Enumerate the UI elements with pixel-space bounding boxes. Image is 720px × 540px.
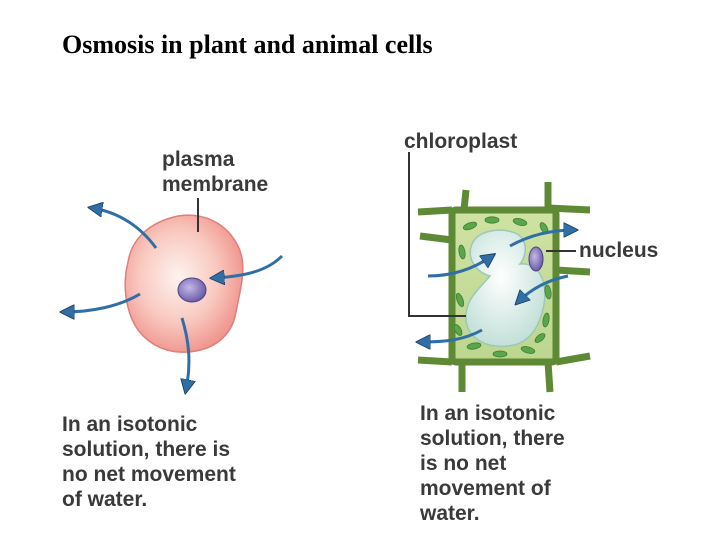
arrow-in-right [214, 254, 284, 278]
animal-nucleus [177, 277, 207, 303]
arrow-in-left [427, 256, 492, 278]
chloroplasts [453, 216, 552, 358]
arrow-out-left [64, 292, 141, 312]
plasma-label-line-1: plasma [162, 148, 235, 171]
arrow-out-bottom [182, 317, 189, 390]
chloroplast-leader-line [408, 152, 466, 317]
arrow-out-top-left [92, 208, 158, 249]
arrow-in-right-plant [518, 274, 569, 302]
animal-cell-caption: In an isotonic solution, there is no net… [62, 413, 236, 511]
arrow-out-top-right [509, 230, 574, 248]
plasma-label-line-2: membrane [162, 173, 268, 196]
page-title: Osmosis in plant and animal cells [62, 30, 433, 59]
plant-nucleus [528, 246, 544, 272]
arrow-out-bottom-left [420, 328, 483, 342]
animal-cell: plasma membrane [64, 148, 284, 390]
nucleus-label: nucleus [579, 239, 658, 262]
plant-cell-caption: In an isotonic solution, there is no net… [420, 402, 565, 525]
chloroplast-label: chloroplast [404, 130, 517, 153]
plant-cell: chloroplast nucleus [404, 130, 658, 393]
